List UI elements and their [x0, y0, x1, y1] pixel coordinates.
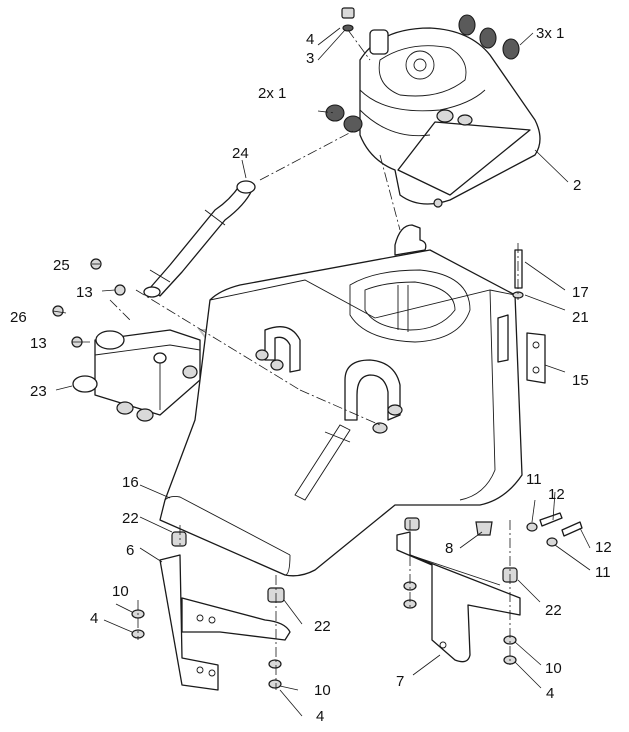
support-6	[159, 554, 291, 691]
callout-22-right: 22	[545, 602, 562, 619]
callout-8: 8	[445, 540, 453, 557]
callout-labels: 4 3 3x 1 2x 1 24 2 25 13 26 13 23 17 21 …	[10, 25, 612, 725]
callout-12-upper: 12	[548, 486, 565, 503]
fitting-group-top	[458, 14, 520, 60]
callout-13-lower: 13	[30, 335, 47, 352]
callout-2: 2	[573, 177, 581, 194]
callout-4-right: 4	[546, 685, 554, 702]
bolt-17-washer-21	[512, 249, 524, 299]
callout-26: 26	[10, 309, 27, 326]
callout-2x1: 2x 1	[258, 85, 286, 102]
nuts-and-washers	[131, 512, 583, 689]
callout-15: 15	[572, 372, 589, 389]
tank	[159, 224, 523, 577]
callout-10-left: 10	[112, 583, 129, 600]
callout-11-lower: 11	[595, 564, 611, 581]
callout-16: 16	[122, 474, 139, 491]
callout-11-upper: 11	[526, 471, 542, 488]
callout-24: 24	[232, 145, 249, 162]
callout-4-bottom: 4	[316, 708, 324, 725]
callout-4-left: 4	[90, 610, 98, 627]
support-7	[396, 531, 521, 663]
callout-6: 6	[126, 542, 134, 559]
leader-lines	[52, 27, 591, 717]
callout-3x1: 3x 1	[536, 25, 564, 42]
callout-13-upper: 13	[76, 284, 93, 301]
callout-4-top: 4	[306, 31, 314, 48]
callout-3: 3	[306, 50, 314, 67]
callout-23: 23	[30, 383, 47, 400]
hose	[143, 180, 256, 298]
fitting-group-left	[325, 104, 363, 133]
bracket-15	[497, 314, 546, 384]
pump-housing	[359, 27, 541, 208]
callout-10-bottom: 10	[314, 682, 331, 699]
callout-22-mid: 22	[314, 618, 331, 635]
nut-3-and-washer-4	[341, 7, 355, 32]
valve-block	[72, 329, 201, 422]
callout-10-right: 10	[545, 660, 562, 677]
callout-21: 21	[572, 309, 589, 326]
callout-7: 7	[396, 673, 404, 690]
callout-22-left: 22	[122, 510, 139, 527]
rubber-mounts	[171, 517, 518, 603]
callout-25: 25	[53, 257, 70, 274]
callout-12-lower: 12	[595, 539, 612, 556]
callout-17: 17	[572, 284, 589, 301]
